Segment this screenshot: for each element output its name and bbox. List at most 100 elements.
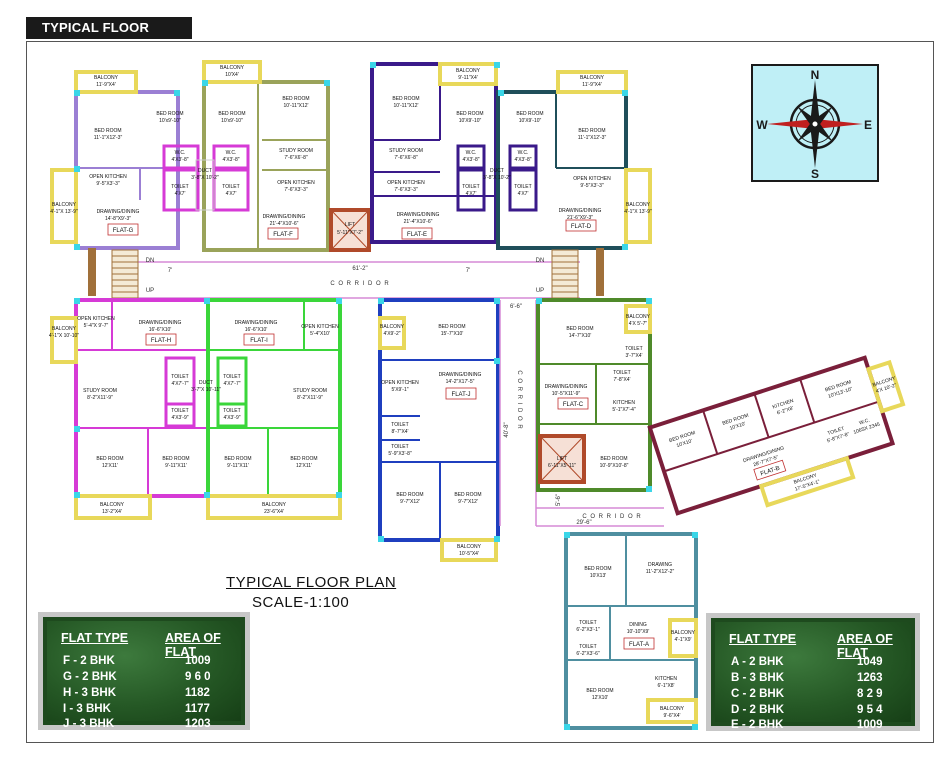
table-cell-area: 1009 — [185, 655, 211, 667]
room-size: 3'-7"X4' — [625, 353, 642, 359]
stair-up: UP — [536, 288, 544, 294]
room-label: DUCT — [198, 168, 212, 174]
room-label: DINING — [629, 622, 647, 628]
room-size: 4'X7'-7" — [171, 381, 188, 387]
room-label: DUCT — [199, 380, 213, 386]
room-label: OPEN KITCHEN — [381, 380, 419, 386]
stair-up: UP — [146, 288, 154, 294]
room-size: 11'-1"X12'-3" — [578, 135, 607, 141]
room-size: 4'-1"X 13'-9" — [624, 209, 652, 215]
room-size: 10'X13' — [590, 573, 606, 579]
room-size: 4'X7' — [175, 191, 186, 197]
room-size: 9'-11"X4' — [458, 75, 477, 81]
room-size: 10'X4' — [225, 72, 239, 78]
room-label: BALCONY — [456, 68, 481, 74]
room-size: 11'-1"X12'-3" — [94, 135, 123, 141]
flat-tag: FLAT-J — [452, 392, 471, 398]
room-label: TOILET — [391, 422, 408, 428]
room-size: 4'X7' — [466, 191, 477, 197]
room-size: 9'-7"X12' — [400, 499, 420, 505]
table-cell-area: 1009 — [857, 719, 883, 731]
room-size: 5'X9'-1" — [391, 387, 408, 393]
table-cell-area: 1177 — [185, 703, 210, 715]
room-size: 10'X9'-10" — [519, 118, 542, 124]
room-label: BED ROOM — [396, 492, 423, 498]
room-label: KITCHEN — [655, 676, 677, 682]
table-cell-area: 9 5 4 — [857, 704, 883, 716]
room-size: 10'x9'-10" — [221, 118, 243, 124]
room-label: TOILET — [613, 370, 630, 376]
room-label: DUCT — [490, 168, 504, 174]
room-size: 23'-6"X4' — [264, 509, 284, 515]
room-size: 4'X 5'-7" — [629, 321, 648, 327]
room-size: 6'-2"X3'-1" — [576, 627, 599, 633]
room-size: 10'-10"X9' — [627, 629, 650, 635]
room-label: STUDY ROOM — [83, 388, 117, 394]
room-label: BALCONY — [220, 65, 245, 71]
room-size: 10'-11"X12' — [284, 103, 309, 109]
room-label: OPEN KITCHEN — [277, 180, 315, 186]
room-size: 8'-2"X11'-9" — [87, 395, 113, 401]
room-label: BED ROOM — [600, 456, 627, 462]
room-size: 7'-6"X3'-3" — [284, 187, 307, 193]
compass-rose: N S W E — [751, 64, 879, 182]
table-cell-type: D - 2 BHK — [731, 704, 785, 716]
table-cell-area: 8 2 9 — [857, 688, 883, 700]
room-label: BED ROOM — [438, 324, 465, 330]
room-size: 9'-6"X4' — [663, 713, 680, 719]
room-size: 16'-6"X10' — [149, 327, 172, 333]
compass-n: N — [811, 68, 820, 82]
room-label: TOILET — [171, 374, 188, 380]
room-label: OPEN KITCHEN — [301, 324, 339, 330]
room-size: 10'x9'-10" — [159, 118, 181, 124]
table-cell-type: G - 2 BHK — [63, 671, 117, 683]
room-label: TOILET — [171, 408, 188, 414]
room-label: BED ROOM — [96, 456, 123, 462]
room-label: BALCONY — [262, 502, 287, 508]
room-label: TOILET — [514, 184, 531, 190]
dimension: 5'-6" — [556, 494, 562, 506]
room-size: 15'-7"X10' — [441, 331, 464, 337]
room-size: 8'-2"X11'-9" — [297, 395, 323, 401]
room-size: 21'-6"X9'-3" — [567, 215, 593, 221]
flat-tag: FLAT-F — [273, 232, 293, 238]
room-size: 13'-2"X4' — [102, 509, 122, 515]
room-label: STUDY ROOM — [293, 388, 327, 394]
room-label: BALCONY — [100, 502, 125, 508]
room-label: DRAWING/DINING — [235, 320, 278, 326]
room-size: 12'X11' — [102, 463, 118, 469]
room-label: W.C. — [518, 150, 529, 156]
room-label: DRAWING — [648, 562, 672, 568]
room-size: 14'-2"X17'-5" — [446, 379, 475, 385]
plan-scale: SCALE-1:100 — [252, 594, 350, 611]
room-size: 9'-5"X3'-3" — [96, 181, 119, 187]
room-size: 9'-11"X11' — [165, 463, 187, 469]
compass-icon: N S W E — [756, 68, 872, 181]
room-label: BED ROOM — [224, 456, 251, 462]
room-size: 21'-4"X10'-6" — [404, 219, 433, 225]
room-label: TOILET — [579, 644, 596, 650]
table-cell-area: 1182 — [185, 687, 210, 699]
room-label: STUDY ROOM — [389, 148, 423, 154]
room-label: TOILET — [223, 374, 240, 380]
room-label: W.C. — [226, 150, 237, 156]
room-size: 4'X7' — [518, 191, 529, 197]
corridor-lower — [536, 507, 664, 527]
room-label: OPEN KITCHEN — [89, 174, 127, 180]
dimension: 40'-8" — [504, 422, 510, 437]
room-size: 5'-4"X 9'-7" — [84, 323, 109, 329]
table-cell-type: E - 2 BHK — [731, 719, 784, 731]
room-size: 10'X9'-10" — [459, 118, 482, 124]
room-size: 12'X11' — [296, 463, 312, 469]
plan-title: TYPICAL FLOOR PLAN — [226, 574, 397, 591]
room-label: BED ROOM — [578, 128, 605, 134]
room-label: BED ROOM — [290, 456, 317, 462]
room-size: 3'-7"X 10'-11" — [191, 387, 221, 393]
room-label: BED ROOM — [162, 456, 189, 462]
room-size: 4'X3'-8" — [462, 157, 479, 163]
flat-tags: FLAT-G FLAT-F FLAT-E FLAT-D FLAT-H FLAT-… — [107, 219, 655, 650]
flat-c — [536, 298, 652, 492]
room-size: 11'-9"X4' — [96, 82, 115, 88]
room-label: BALCONY — [626, 202, 651, 208]
compass-w: W — [756, 118, 768, 132]
